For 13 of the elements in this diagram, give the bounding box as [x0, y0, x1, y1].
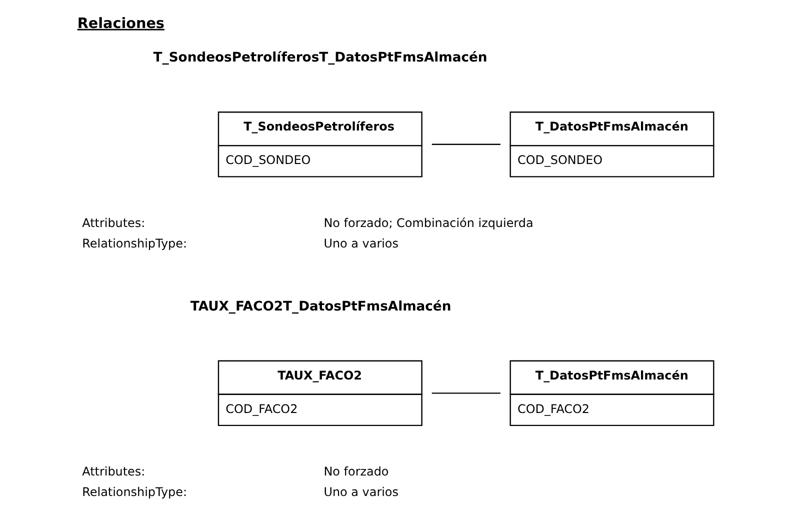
label: Attributes: — [82, 464, 145, 479]
label: RelationshipType: — [82, 485, 186, 500]
label: TAUX_FACO2T_DatosPtFmsAlmacén — [190, 299, 451, 314]
label: Uno a varios — [323, 236, 398, 250]
label: Uno a varios — [323, 485, 398, 500]
connector — [431, 144, 500, 145]
label: No forzado — [323, 464, 388, 479]
label: No forzado; Combinación izquierda — [323, 216, 533, 230]
label: RelationshipType: — [82, 236, 186, 250]
label: Attributes: — [82, 216, 145, 230]
label: T_SondeosPetrolíferosT_DatosPtFmsAlmacén — [152, 50, 487, 66]
diagram-title: Relaciones — [76, 16, 164, 32]
connector — [431, 392, 500, 394]
